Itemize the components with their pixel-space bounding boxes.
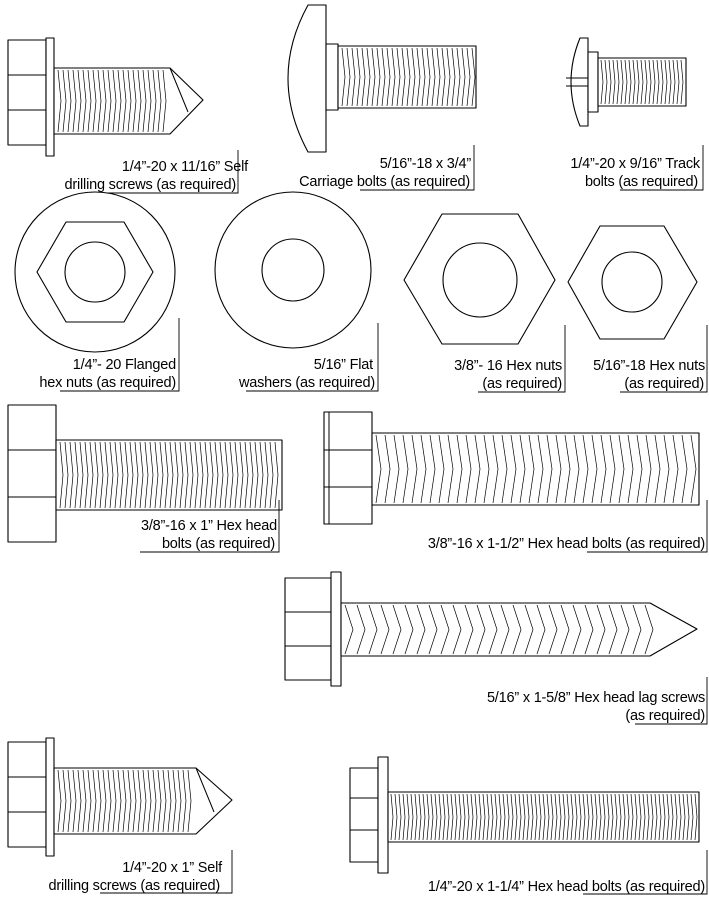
svg-text:drilling screws (as required): drilling screws (as required) — [49, 878, 220, 894]
flanged-hex-nut-drawing — [14, 191, 176, 353]
track-bolt-drawing — [566, 37, 687, 127]
svg-text:5/16”-18 Hex nuts: 5/16”-18 Hex nuts — [593, 358, 705, 374]
hex-head-bolt-1-1-4in-drawing — [349, 756, 700, 874]
svg-text:5/16” Flat: 5/16” Flat — [314, 357, 373, 373]
item-label-8: 3/8”-16 x 1” Hex head bolts (as required… — [140, 500, 280, 553]
svg-text:Carriage bolts (as required): Carriage bolts (as required) — [299, 174, 470, 190]
item-label-10: 5/16” x 1-5/8” Hex head lag screws (as r… — [487, 677, 708, 725]
item-label-3: 1/4”-20 x 9/16” Track bolts (as required… — [570, 145, 704, 191]
svg-text:bolts (as required): bolts (as required) — [162, 536, 275, 552]
hex-nut-large-drawing — [403, 213, 556, 345]
hex-head-bolt-1in-drawing — [7, 404, 283, 543]
svg-text:5/16”-18 x 3/4”: 5/16”-18 x 3/4” — [380, 156, 472, 172]
carriage-bolt-drawing — [287, 4, 477, 153]
item-label-7: 5/16”-18 Hex nuts (as required) — [593, 325, 708, 393]
svg-text:1/4”-20 x 1” Self: 1/4”-20 x 1” Self — [122, 860, 223, 876]
svg-text:washers (as required): washers (as required) — [238, 375, 375, 391]
item-label-9: 3/8”-16 x 1-1/2” Hex head bolts (as requ… — [428, 500, 708, 553]
hex-head-bolt-1-1-2in-drawing — [323, 411, 700, 525]
svg-text:hex nuts (as required): hex nuts (as required) — [39, 375, 176, 391]
svg-text:1/4”-20 x 11/16” Self: 1/4”-20 x 11/16” Self — [122, 159, 249, 175]
svg-text:(as required): (as required) — [625, 708, 705, 724]
self-drilling-screw-short-drawing — [7, 37, 204, 157]
svg-text:1/4”-20 x 1-1/4” Hex head bolt: 1/4”-20 x 1-1/4” Hex head bolts (as requ… — [428, 879, 705, 895]
item-label-5: 5/16” Flat washers (as required) — [238, 323, 379, 392]
svg-text:3/8”-16 x 1-1/2” Hex head bolt: 3/8”-16 x 1-1/2” Hex head bolts (as requ… — [428, 536, 705, 552]
svg-text:1/4”-20 x 9/16” Track: 1/4”-20 x 9/16” Track — [570, 156, 701, 172]
svg-text:5/16” x 1-5/8” Hex head lag sc: 5/16” x 1-5/8” Hex head lag screws — [487, 690, 705, 706]
hex-nut-small-drawing — [567, 225, 698, 340]
flat-washer-drawing — [214, 191, 372, 349]
svg-text:1/4”- 20 Flanged: 1/4”- 20 Flanged — [73, 357, 176, 373]
svg-text:drilling screws (as required): drilling screws (as required) — [65, 177, 236, 193]
item-label-12: 1/4”-20 x 1-1/4” Hex head bolts (as requ… — [428, 850, 708, 895]
svg-text:3/8”- 16 Hex nuts: 3/8”- 16 Hex nuts — [454, 358, 562, 374]
item-label-6: 3/8”- 16 Hex nuts (as required) — [454, 325, 566, 393]
svg-text:(as required): (as required) — [482, 376, 562, 392]
item-label-11: 1/4”-20 x 1” Self drilling screws (as re… — [49, 850, 233, 894]
svg-text:bolts (as required): bolts (as required) — [585, 174, 698, 190]
item-label-4: 1/4”- 20 Flanged hex nuts (as required) — [39, 318, 180, 392]
item-label-1: 1/4”-20 x 11/16” Self drilling screws (a… — [65, 150, 249, 194]
self-drilling-screw-long-drawing — [7, 737, 233, 857]
svg-text:(as required): (as required) — [624, 376, 704, 392]
item-label-2: 5/16”-18 x 3/4” Carriage bolts (as requi… — [299, 145, 475, 191]
svg-text:3/8”-16 x 1” Hex head: 3/8”-16 x 1” Hex head — [141, 518, 277, 534]
hex-head-lag-screw-drawing — [284, 571, 698, 687]
